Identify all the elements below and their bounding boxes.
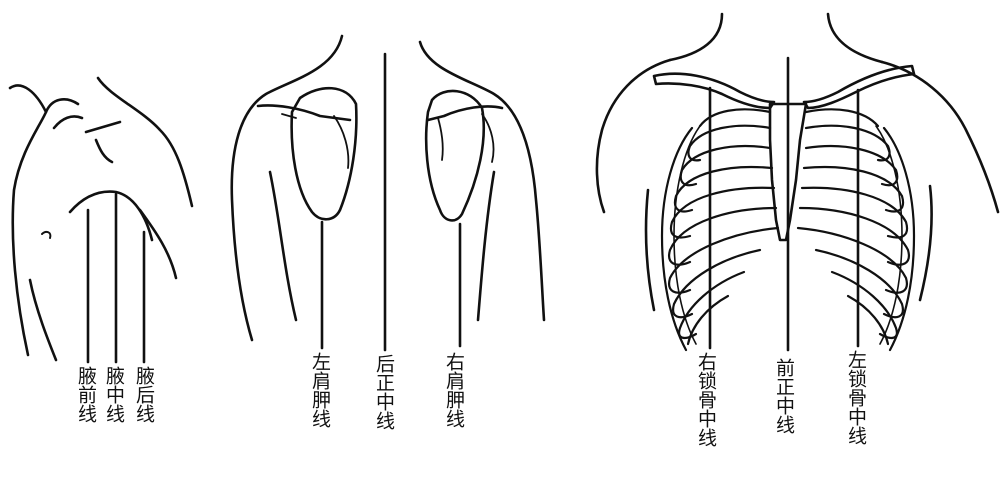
- label-right-midclavicular: 右锁骨中线: [696, 352, 715, 447]
- side-chest-curve: [70, 192, 152, 240]
- right-scapula-spine: [428, 106, 502, 120]
- back-left-arm-inner: [270, 172, 296, 320]
- label-left-scapular: 左肩胛线: [310, 352, 329, 428]
- right-scapula-ridge: [438, 114, 494, 162]
- side-view-figure: [10, 78, 192, 362]
- side-axilla-detail: [86, 122, 120, 162]
- side-shoulder-top: [98, 78, 192, 206]
- front-view-figure: [597, 14, 998, 350]
- label-right-scapular: 右肩胛线: [444, 352, 463, 428]
- label-posterior-median: 后正中线: [374, 354, 393, 430]
- label-anterior-median: 前正中线: [774, 358, 793, 434]
- front-neck-right: [828, 14, 882, 62]
- label-left-midclavicular: 左锁骨中线: [846, 350, 865, 445]
- label-axillary-middle: 腋中线: [104, 366, 123, 423]
- back-view-figure: [232, 36, 544, 350]
- left-rib-set: [798, 109, 914, 350]
- front-neck-left: [670, 14, 722, 60]
- front-right-arm-inner: [920, 186, 932, 300]
- right-clavicle: [654, 74, 774, 108]
- right-scapula: [426, 91, 484, 220]
- label-axillary-anterior: 腋前线: [76, 366, 95, 423]
- back-left-shoulder-outline: [232, 36, 342, 340]
- front-left-arm-inner: [646, 190, 654, 310]
- side-lower-contour: [30, 280, 56, 360]
- front-right-shoulder-outline: [882, 62, 998, 212]
- nipple-mark: [42, 232, 50, 238]
- left-scapula: [292, 88, 357, 219]
- back-right-arm-inner: [478, 172, 494, 320]
- right-rib-set: [662, 109, 778, 350]
- label-axillary-posterior: 腋后线: [134, 366, 153, 423]
- side-arm-inner: [46, 99, 82, 128]
